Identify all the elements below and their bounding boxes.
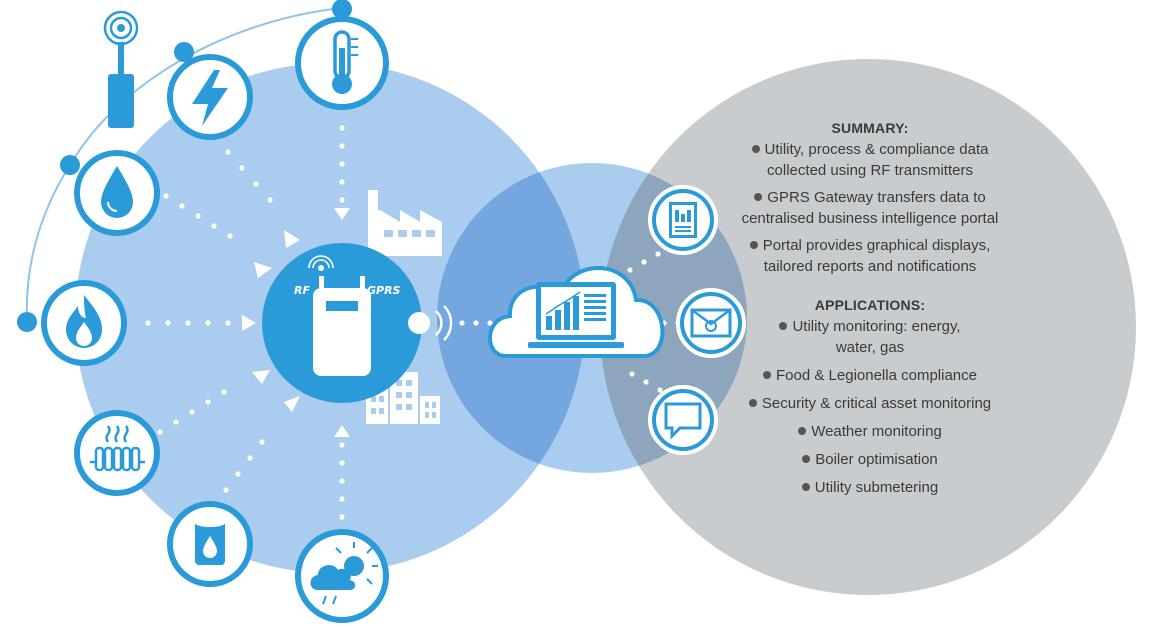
applications-list: Utility monitoring: energy, water, gas F… xyxy=(700,316,1040,498)
spoke-bottom xyxy=(334,425,350,520)
summary-circle xyxy=(600,59,1136,595)
arc-node-3 xyxy=(60,155,80,175)
spoke-lower-left xyxy=(157,370,300,435)
summary-item-line: GPRS Gateway transfers data to xyxy=(767,189,986,206)
lightning-icon xyxy=(167,54,253,140)
summary-item-line: Utility, process & compliance data xyxy=(764,141,989,158)
application-item-line: Weather monitoring xyxy=(811,423,942,440)
arc-node-2 xyxy=(174,42,194,62)
antenna-sensor-icon xyxy=(103,10,139,128)
report-icon xyxy=(648,185,718,255)
spoke-left xyxy=(145,315,256,331)
factory-icon xyxy=(368,190,442,256)
application-item-line: Boiler optimisation xyxy=(815,451,938,468)
rf-label: RF xyxy=(294,284,310,297)
arc-node-4 xyxy=(17,312,37,332)
application-item: Weather monitoring xyxy=(700,421,1040,442)
summary-item-line: tailored reports and notifications xyxy=(763,258,977,275)
application-item-line: Food & Legionella compliance xyxy=(776,367,977,384)
summary-item-line: Portal provides graphical displays, xyxy=(762,237,991,254)
bullet-icon xyxy=(748,399,757,407)
applications-heading: APPLICATIONS: xyxy=(814,297,926,313)
chat-icon xyxy=(648,385,718,455)
gateway-icon xyxy=(308,255,371,376)
application-item: Boiler optimisation xyxy=(700,449,1040,470)
thermometer-icon xyxy=(295,16,389,110)
application-item-line: Utility monitoring: energy, xyxy=(792,318,961,335)
application-item: Food & Legionella compliance xyxy=(700,365,1040,386)
gprs-label: GPRS xyxy=(367,284,401,297)
weather-icon xyxy=(295,529,389,623)
overlap-big-portal xyxy=(437,163,585,473)
applications-section: APPLICATIONS: Utility monitoring: energy… xyxy=(700,295,1040,498)
summary-item-line: centralised business intelligence portal xyxy=(741,210,999,227)
application-item: Security & critical asset monitoring xyxy=(700,393,1040,414)
summary-heading: SUMMARY: xyxy=(831,120,909,136)
application-item: Utility monitoring: energy, water, gas xyxy=(700,316,1040,358)
summary-item: Portal provides graphical displays, tail… xyxy=(700,235,1040,277)
summary-section: SUMMARY: Utility, process & compliance d… xyxy=(700,118,1040,277)
summary-item: Utility, process & compliance data colle… xyxy=(700,139,1040,181)
bullet-icon xyxy=(801,483,810,491)
application-item-line: Utility submetering xyxy=(814,479,939,496)
bullet-icon xyxy=(763,371,772,379)
summary-item-line: collected using RF transmitters xyxy=(767,162,973,179)
spoke-upper-left xyxy=(147,183,300,278)
spoke-hub-cloud xyxy=(459,320,493,326)
bullet-icon xyxy=(749,241,758,249)
bullet-icon xyxy=(751,145,760,153)
email-icon xyxy=(676,288,746,358)
bullet-icon xyxy=(754,193,763,201)
application-item: Utility submetering xyxy=(700,477,1040,498)
bullet-icon xyxy=(779,322,788,330)
summary-item: GPRS Gateway transfers data to centralis… xyxy=(700,187,1040,229)
signal-icon xyxy=(408,305,453,341)
spoke-top xyxy=(334,125,350,220)
arc-node-1 xyxy=(332,0,352,19)
oil-tank-icon xyxy=(167,501,253,587)
application-item-line: Security & critical asset monitoring xyxy=(761,395,992,412)
outer-arc xyxy=(25,7,343,323)
radiator-icon xyxy=(74,410,160,496)
application-item-line: water, gas xyxy=(835,339,905,356)
bullet-icon xyxy=(802,455,811,463)
cloud-laptop-icon xyxy=(488,266,665,358)
flame-icon xyxy=(41,280,127,366)
bullet-icon xyxy=(798,427,807,435)
summary-list: Utility, process & compliance data colle… xyxy=(700,139,1040,277)
water-drop-icon xyxy=(74,150,160,236)
info-panel: SUMMARY: Utility, process & compliance d… xyxy=(700,118,1040,516)
